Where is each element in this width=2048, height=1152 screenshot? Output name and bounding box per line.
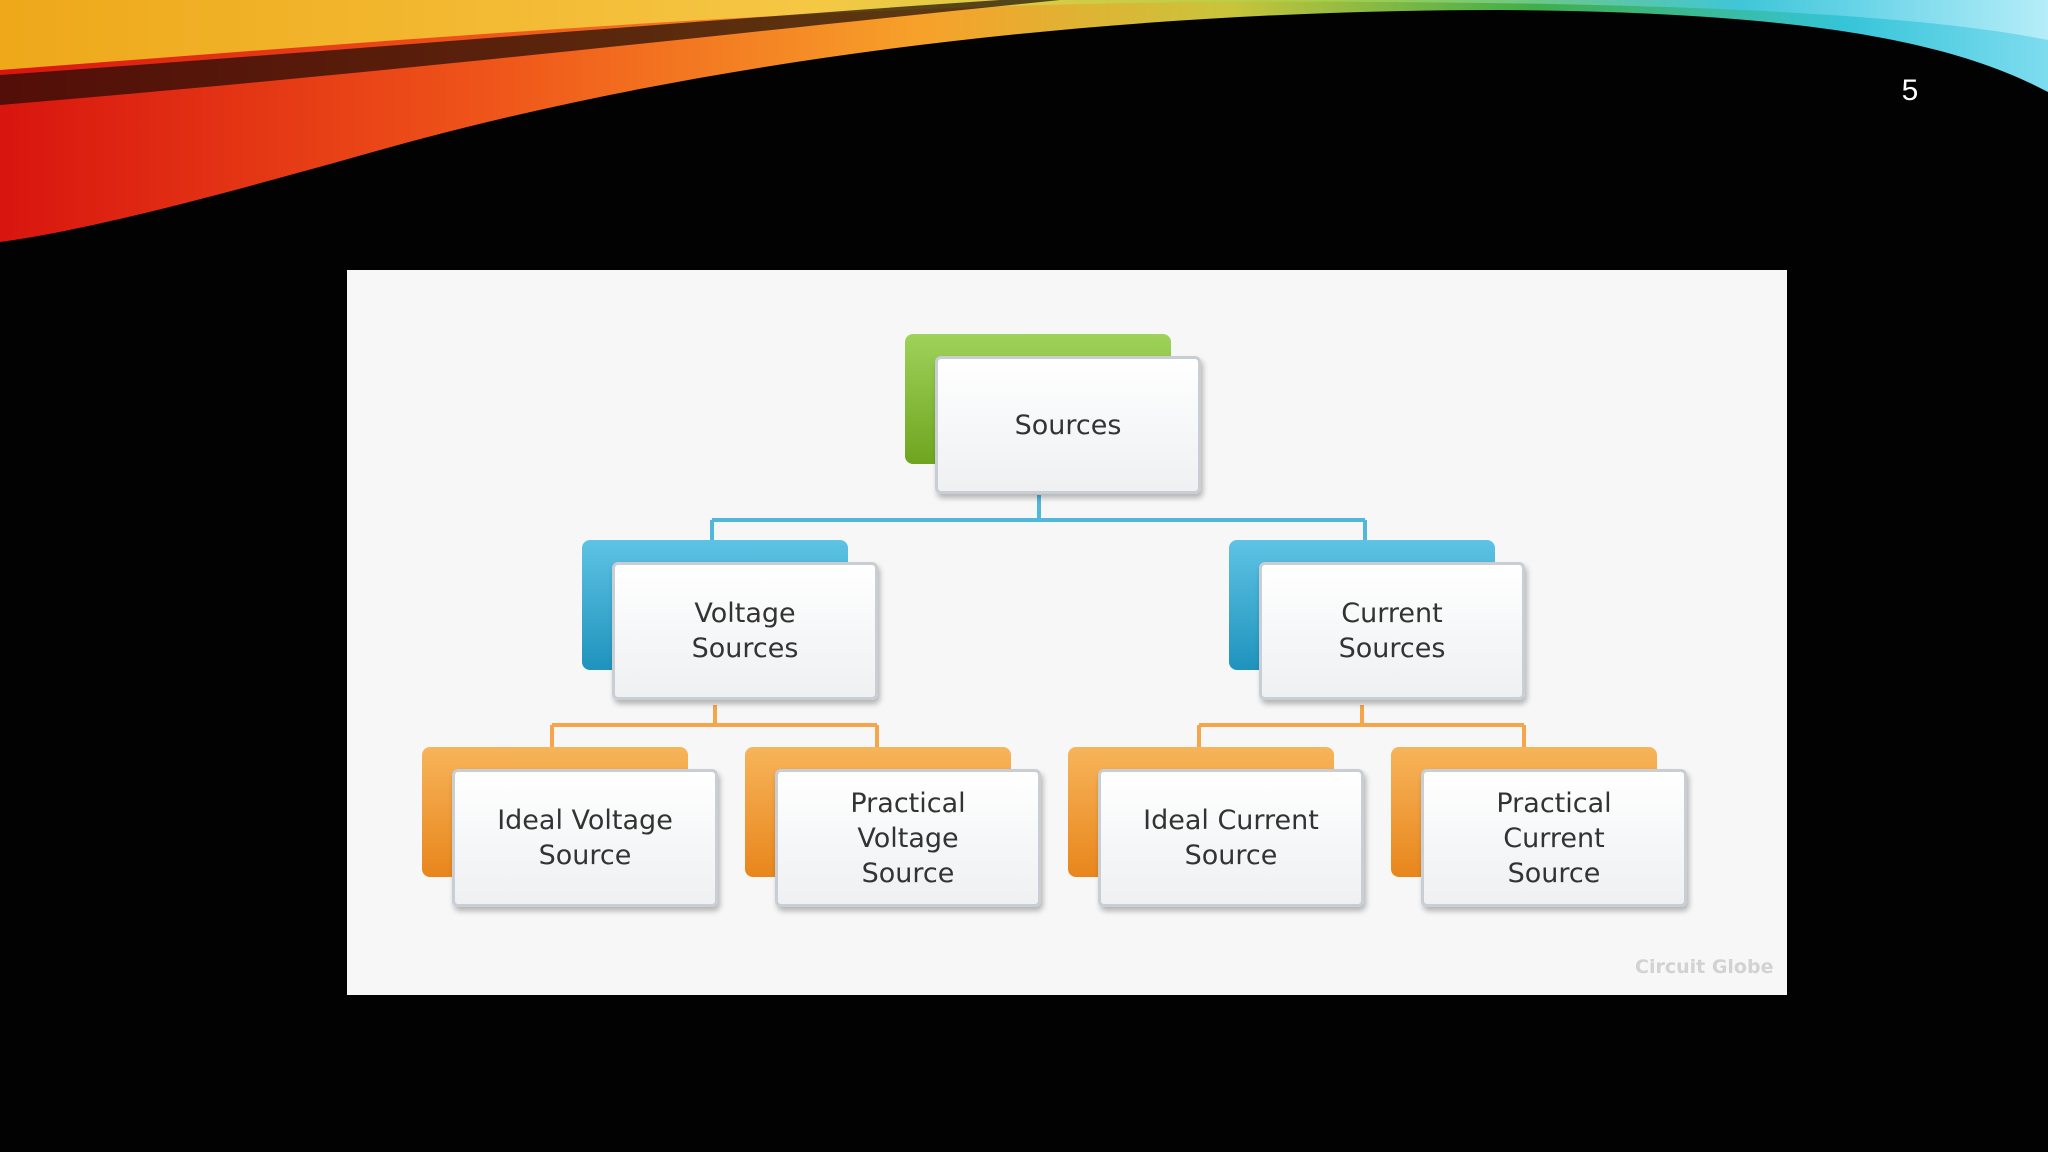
- watermark: Circuit Globe: [1635, 956, 1774, 978]
- node-label: Practical Current Source: [1496, 787, 1612, 889]
- connector-root-to-level1: [710, 495, 1367, 548]
- node-label: Ideal Current Source: [1143, 805, 1319, 871]
- decorative-swoosh: [0, 0, 2048, 242]
- node-card: Sources: [935, 356, 1201, 494]
- node-card: Practical Current Source: [1421, 769, 1687, 907]
- node-label: Current Sources: [1338, 598, 1446, 664]
- node-label: Practical Voltage Source: [850, 787, 966, 889]
- connector-lines: [550, 495, 1526, 748]
- sources-classification-diagram: Sources Voltage Sources Current Sources …: [347, 270, 1787, 995]
- connector-voltage-children: [550, 705, 879, 748]
- page-number: 5: [1901, 74, 1919, 107]
- node-card: Current Sources: [1259, 562, 1525, 700]
- node-card: Ideal Current Source: [1098, 769, 1364, 907]
- node-card: Ideal Voltage Source: [452, 769, 718, 907]
- connector-current-children: [1197, 705, 1526, 748]
- node-card: Voltage Sources: [612, 562, 878, 700]
- node-label: Voltage Sources: [691, 598, 799, 664]
- node-label: Ideal Voltage Source: [497, 805, 673, 871]
- node-card: Practical Voltage Source: [775, 769, 1041, 907]
- node-label: Sources: [1014, 409, 1122, 441]
